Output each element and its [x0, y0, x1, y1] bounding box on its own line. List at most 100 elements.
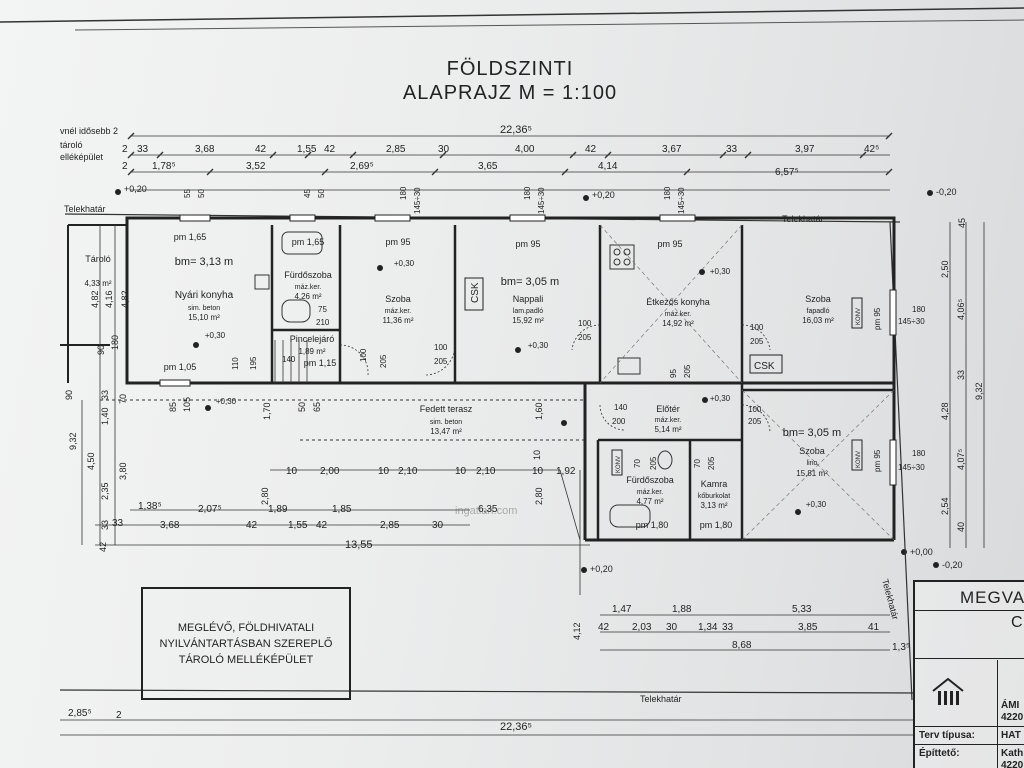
svg-text:1,85: 1,85: [332, 504, 352, 515]
svg-text:8,68: 8,68: [732, 640, 752, 651]
svg-text:sim. beton: sim. beton: [188, 305, 220, 312]
title-block: MEGVA C ÁMI 4220 Terv típusa: HAT Építte…: [913, 580, 1024, 768]
room-label-fedett-terasz: Fedett terasz: [420, 404, 473, 414]
svg-text:2,80: 2,80: [260, 487, 270, 505]
svg-text:13,55: 13,55: [345, 539, 373, 551]
svg-text:16,03 m²: 16,03 m²: [802, 316, 834, 325]
svg-text:33: 33: [100, 520, 110, 530]
svg-text:4,82: 4,82: [120, 290, 130, 308]
svg-text:180: 180: [523, 186, 532, 200]
svg-text:4,12: 4,12: [572, 622, 582, 640]
svg-text:6,57⁵: 6,57⁵: [775, 167, 799, 178]
existing-storage-note: MEGLÉVŐ, FÖLDHIVATALI NYILVÁNTARTÁSBAN S…: [141, 587, 351, 700]
svg-text:pm 1,80: pm 1,80: [636, 520, 669, 530]
svg-text:3,68: 3,68: [195, 144, 215, 155]
svg-text:-0,20: -0,20: [942, 560, 963, 570]
svg-text:máz.ker.: máz.ker.: [295, 284, 322, 291]
svg-text:205: 205: [683, 364, 692, 378]
svg-text:145÷30: 145÷30: [898, 463, 925, 472]
svg-text:10: 10: [378, 466, 390, 477]
svg-text:205: 205: [379, 354, 388, 368]
svg-text:bm= 3,13 m: bm= 3,13 m: [175, 256, 233, 268]
svg-text:33: 33: [956, 370, 966, 380]
svg-text:fapadló: fapadló: [807, 308, 830, 315]
svg-text:42: 42: [246, 520, 258, 531]
svg-text:Telekhatár: Telekhatár: [880, 578, 900, 621]
svg-text:bm= 3,05 m: bm= 3,05 m: [783, 427, 841, 439]
svg-text:2,07⁵: 2,07⁵: [198, 504, 222, 515]
svg-text:2: 2: [122, 161, 128, 172]
svg-text:3,52: 3,52: [246, 161, 266, 172]
plan-title-line1: FÖLDSZINTI: [446, 58, 574, 80]
svg-text:110: 110: [231, 357, 240, 370]
svg-text:5,14 m²: 5,14 m²: [654, 425, 681, 434]
svg-text:9,32: 9,32: [68, 432, 78, 450]
svg-text:vnél idősebb 2: vnél idősebb 2: [60, 126, 118, 136]
svg-text:41: 41: [868, 622, 880, 633]
svg-text:140: 140: [614, 403, 628, 412]
room-label-eloter: Előtér: [656, 404, 680, 414]
svg-text:70: 70: [633, 459, 642, 468]
svg-text:pm 1,65: pm 1,65: [292, 237, 325, 247]
svg-text:CSK: CSK: [470, 282, 481, 303]
svg-text:-0,20: -0,20: [936, 187, 957, 197]
svg-text:Telekhatár: Telekhatár: [640, 694, 682, 704]
svg-text:85: 85: [168, 402, 178, 412]
svg-text:95: 95: [669, 369, 678, 378]
svg-text:33: 33: [137, 144, 149, 155]
svg-text:1,3⁵: 1,3⁵: [892, 642, 910, 653]
svg-text:3,68: 3,68: [160, 520, 180, 531]
svg-text:sim. beton: sim. beton: [430, 419, 462, 426]
svg-text:KONV: KONV: [616, 456, 622, 473]
svg-text:180: 180: [663, 186, 672, 200]
svg-text:lino: lino: [807, 460, 818, 467]
svg-text:145÷30: 145÷30: [677, 187, 686, 214]
svg-text:pm 1,05: pm 1,05: [164, 362, 197, 372]
svg-text:33: 33: [726, 144, 738, 155]
svg-text:2,03: 2,03: [632, 622, 652, 633]
svg-text:2,10: 2,10: [476, 466, 496, 477]
svg-text:65: 65: [312, 402, 322, 412]
svg-text:42: 42: [585, 144, 597, 155]
svg-text:1,88: 1,88: [672, 604, 692, 615]
svg-text:Telekhatár: Telekhatár: [64, 204, 106, 214]
svg-text:55: 55: [183, 189, 192, 198]
svg-text:180: 180: [912, 305, 926, 314]
svg-text:145÷30: 145÷30: [537, 187, 546, 214]
svg-text:4,82: 4,82: [90, 290, 100, 308]
svg-text:50: 50: [297, 402, 307, 412]
svg-text:22,36⁵: 22,36⁵: [500, 124, 532, 136]
svg-text:22,36⁵: 22,36⁵: [500, 721, 532, 733]
svg-text:15,92 m²: 15,92 m²: [512, 316, 544, 325]
svg-text:50: 50: [197, 189, 206, 198]
svg-text:tároló: tároló: [60, 140, 83, 150]
plan-title-line2: ALAPRAJZ M = 1:100: [402, 82, 618, 104]
room-label-nappali: Nappali: [513, 294, 544, 304]
svg-text:195: 195: [249, 356, 258, 370]
svg-text:42: 42: [324, 144, 336, 155]
svg-text:1,78⁵: 1,78⁵: [152, 161, 176, 172]
svg-text:+0,00: +0,00: [910, 547, 933, 557]
svg-text:4,77 m²: 4,77 m²: [636, 497, 663, 506]
svg-text:2,85: 2,85: [386, 144, 406, 155]
svg-text:90: 90: [64, 390, 74, 400]
svg-text:45: 45: [957, 218, 967, 228]
svg-text:10: 10: [286, 466, 298, 477]
svg-text:máz.ker.: máz.ker.: [655, 417, 682, 424]
svg-text:+0,30: +0,30: [710, 394, 731, 403]
svg-text:4,50: 4,50: [86, 452, 96, 470]
svg-text:145÷30: 145÷30: [898, 317, 925, 326]
svg-text:180: 180: [912, 449, 926, 458]
svg-text:15,81 m²: 15,81 m²: [796, 469, 828, 478]
svg-text:42: 42: [98, 542, 108, 552]
svg-text:máz.ker.: máz.ker.: [385, 308, 412, 315]
svg-text:100: 100: [748, 405, 762, 414]
svg-text:180: 180: [110, 335, 120, 350]
room-label-pincelejaro: Pincelejáró: [290, 334, 335, 344]
room-label-szoba-2: Szoba: [805, 294, 831, 304]
svg-text:205: 205: [578, 333, 592, 342]
svg-text:3,97: 3,97: [795, 144, 815, 155]
svg-text:210: 210: [316, 318, 330, 327]
